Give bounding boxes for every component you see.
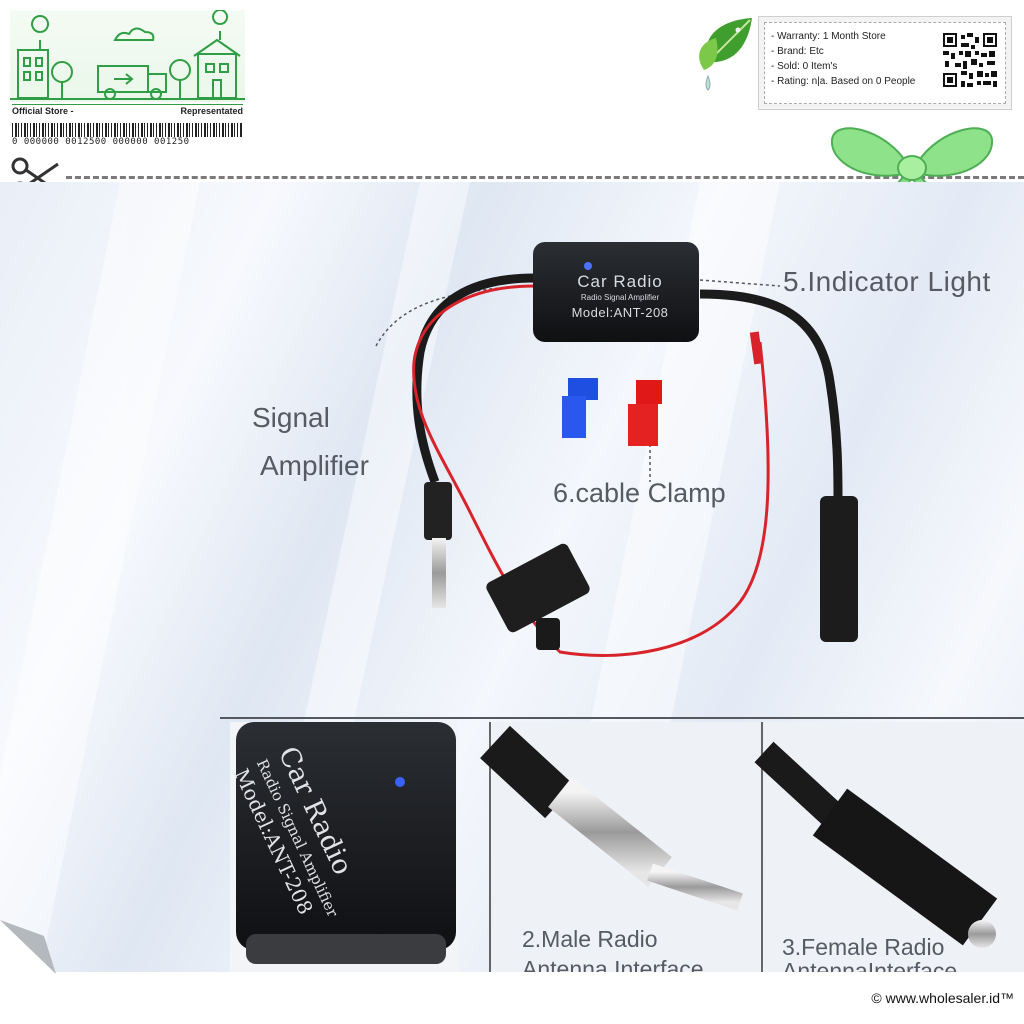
represented-label: Representated: [180, 106, 243, 116]
product-info-list: - Warranty: 1 Month Store - Brand: Etc -…: [771, 29, 915, 89]
sold-info: - Sold: 0 Item's: [771, 61, 838, 72]
barcode-number: 0 000000 0012500 000000 001250: [12, 137, 190, 147]
qr-code-icon: [941, 31, 999, 89]
official-store-label: Official Store -: [12, 106, 74, 116]
male-antenna-label-line1: 2.Male Radio: [522, 926, 658, 952]
female-antenna-label-line2: AntennaInterface: [782, 958, 958, 972]
device-model: Model:ANT-208: [571, 305, 669, 320]
barcode: [12, 123, 243, 137]
indicator-light-label: 5.Indicator Light: [783, 266, 991, 297]
brand-info: - Brand: Etc: [771, 46, 824, 57]
store-illustration: [10, 9, 245, 102]
cut-line-divider: [66, 176, 1024, 179]
warranty-info: - Warranty: 1 Month Store: [771, 31, 886, 42]
page-curl-icon: [0, 920, 56, 974]
official-store-badge: Official Store - Representated 0 000000 …: [10, 9, 245, 148]
male-antenna-label-line2: Antenna Interface: [522, 956, 704, 972]
leaf-icon: [690, 12, 760, 112]
product-photo: Car Radio Radio Signal Amplifier Model:A…: [0, 182, 1024, 972]
signal-amplifier-label-line2: Amplifier: [260, 450, 369, 481]
signal-amplifier-label-line1: Signal: [252, 402, 330, 433]
cable-clamp-label: 6.cable Clamp: [553, 478, 726, 508]
store-labels: Official Store - Representated: [12, 104, 243, 120]
product-info-box: - Warranty: 1 Month Store - Brand: Etc -…: [758, 16, 1012, 110]
copyright-text: © www.wholesaler.id™: [871, 990, 1014, 1006]
rating-info: - Rating: n|a. Based on 0 People: [771, 76, 916, 87]
female-antenna-label-line1: 3.Female Radio: [782, 934, 945, 960]
device-title: Car Radio: [577, 272, 663, 291]
product-info-panel: - Warranty: 1 Month Store - Brand: Etc -…: [764, 22, 1006, 104]
device-subtitle: Radio Signal Amplifier: [580, 293, 660, 302]
